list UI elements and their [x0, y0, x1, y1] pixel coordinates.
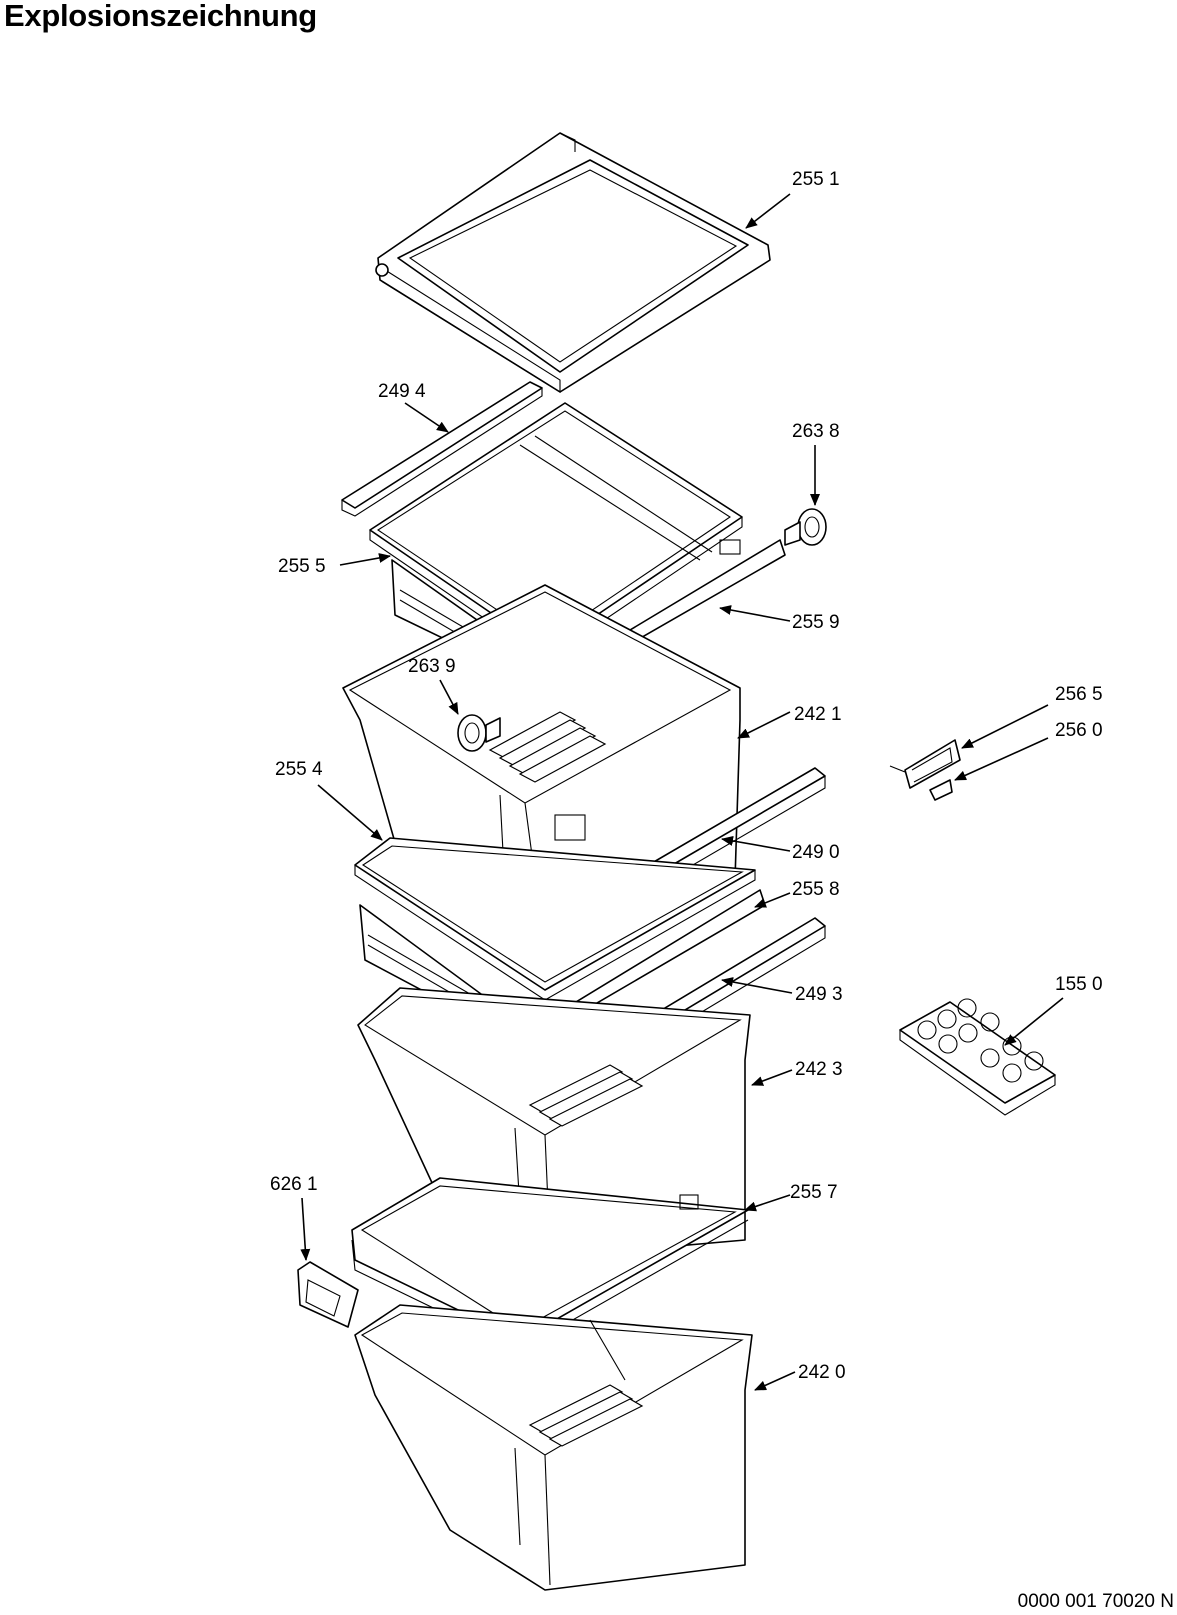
shelf-top-frame	[375, 132, 771, 393]
callout-255-1: 255 1	[745, 169, 840, 229]
callout-255-9: 255 9	[719, 605, 840, 633]
callout-256-5: 256 5	[961, 684, 1103, 749]
part-label: 626 1	[270, 1174, 318, 1195]
knob-lower	[457, 714, 501, 752]
callout-242-3: 242 3	[751, 1059, 843, 1086]
callout-263-8: 263 8	[792, 421, 840, 506]
part-label: 255 8	[792, 879, 840, 900]
part-label: 242 1	[794, 704, 842, 725]
part-label: 255 4	[275, 759, 323, 780]
glass-plate-upper	[369, 402, 743, 661]
callout-256-0: 256 0	[954, 720, 1103, 781]
part-label: 256 5	[1055, 684, 1103, 705]
callout-255-4: 255 4	[275, 759, 383, 841]
part-label: 255 1	[792, 169, 840, 190]
callout-242-0: 242 0	[754, 1362, 846, 1391]
part-label: 249 0	[792, 842, 840, 863]
rail-strip-upper	[341, 381, 543, 517]
egg-tray	[899, 998, 1056, 1116]
part-label: 256 0	[1055, 720, 1103, 741]
part-label: 155 0	[1055, 974, 1103, 995]
part-label: 249 4	[378, 381, 426, 402]
callout-255-8: 255 8	[754, 879, 840, 908]
part-label: 263 8	[792, 421, 840, 442]
callout-249-0: 249 0	[721, 835, 840, 863]
callout-249-3: 249 3	[721, 977, 843, 1005]
part-label: 263 9	[408, 656, 456, 677]
knob-upper	[784, 508, 827, 546]
drawer-lower	[354, 1304, 753, 1591]
callout-263-9: 263 9	[408, 656, 459, 715]
callout-255-7: 255 7	[744, 1182, 838, 1212]
part-label: 255 7	[790, 1182, 838, 1203]
part-label: 242 0	[798, 1362, 846, 1383]
callout-255-5: 255 5	[278, 553, 391, 577]
label-plate	[297, 1261, 359, 1328]
callout-626-1: 626 1	[270, 1174, 318, 1261]
part-label: 249 3	[795, 984, 843, 1005]
part-label: 255 5	[278, 556, 326, 577]
callout-249-4: 249 4	[378, 381, 449, 433]
callout-242-1: 242 1	[737, 704, 842, 739]
page-title: Explosionszeichnung	[4, 0, 317, 33]
part-label: 242 3	[795, 1059, 843, 1080]
clip-part	[889, 739, 961, 801]
part-label: 255 9	[792, 612, 840, 633]
document-number: 0000 001 70020 N	[1017, 1591, 1174, 1612]
callout-155-0: 155 0	[1004, 974, 1103, 1046]
